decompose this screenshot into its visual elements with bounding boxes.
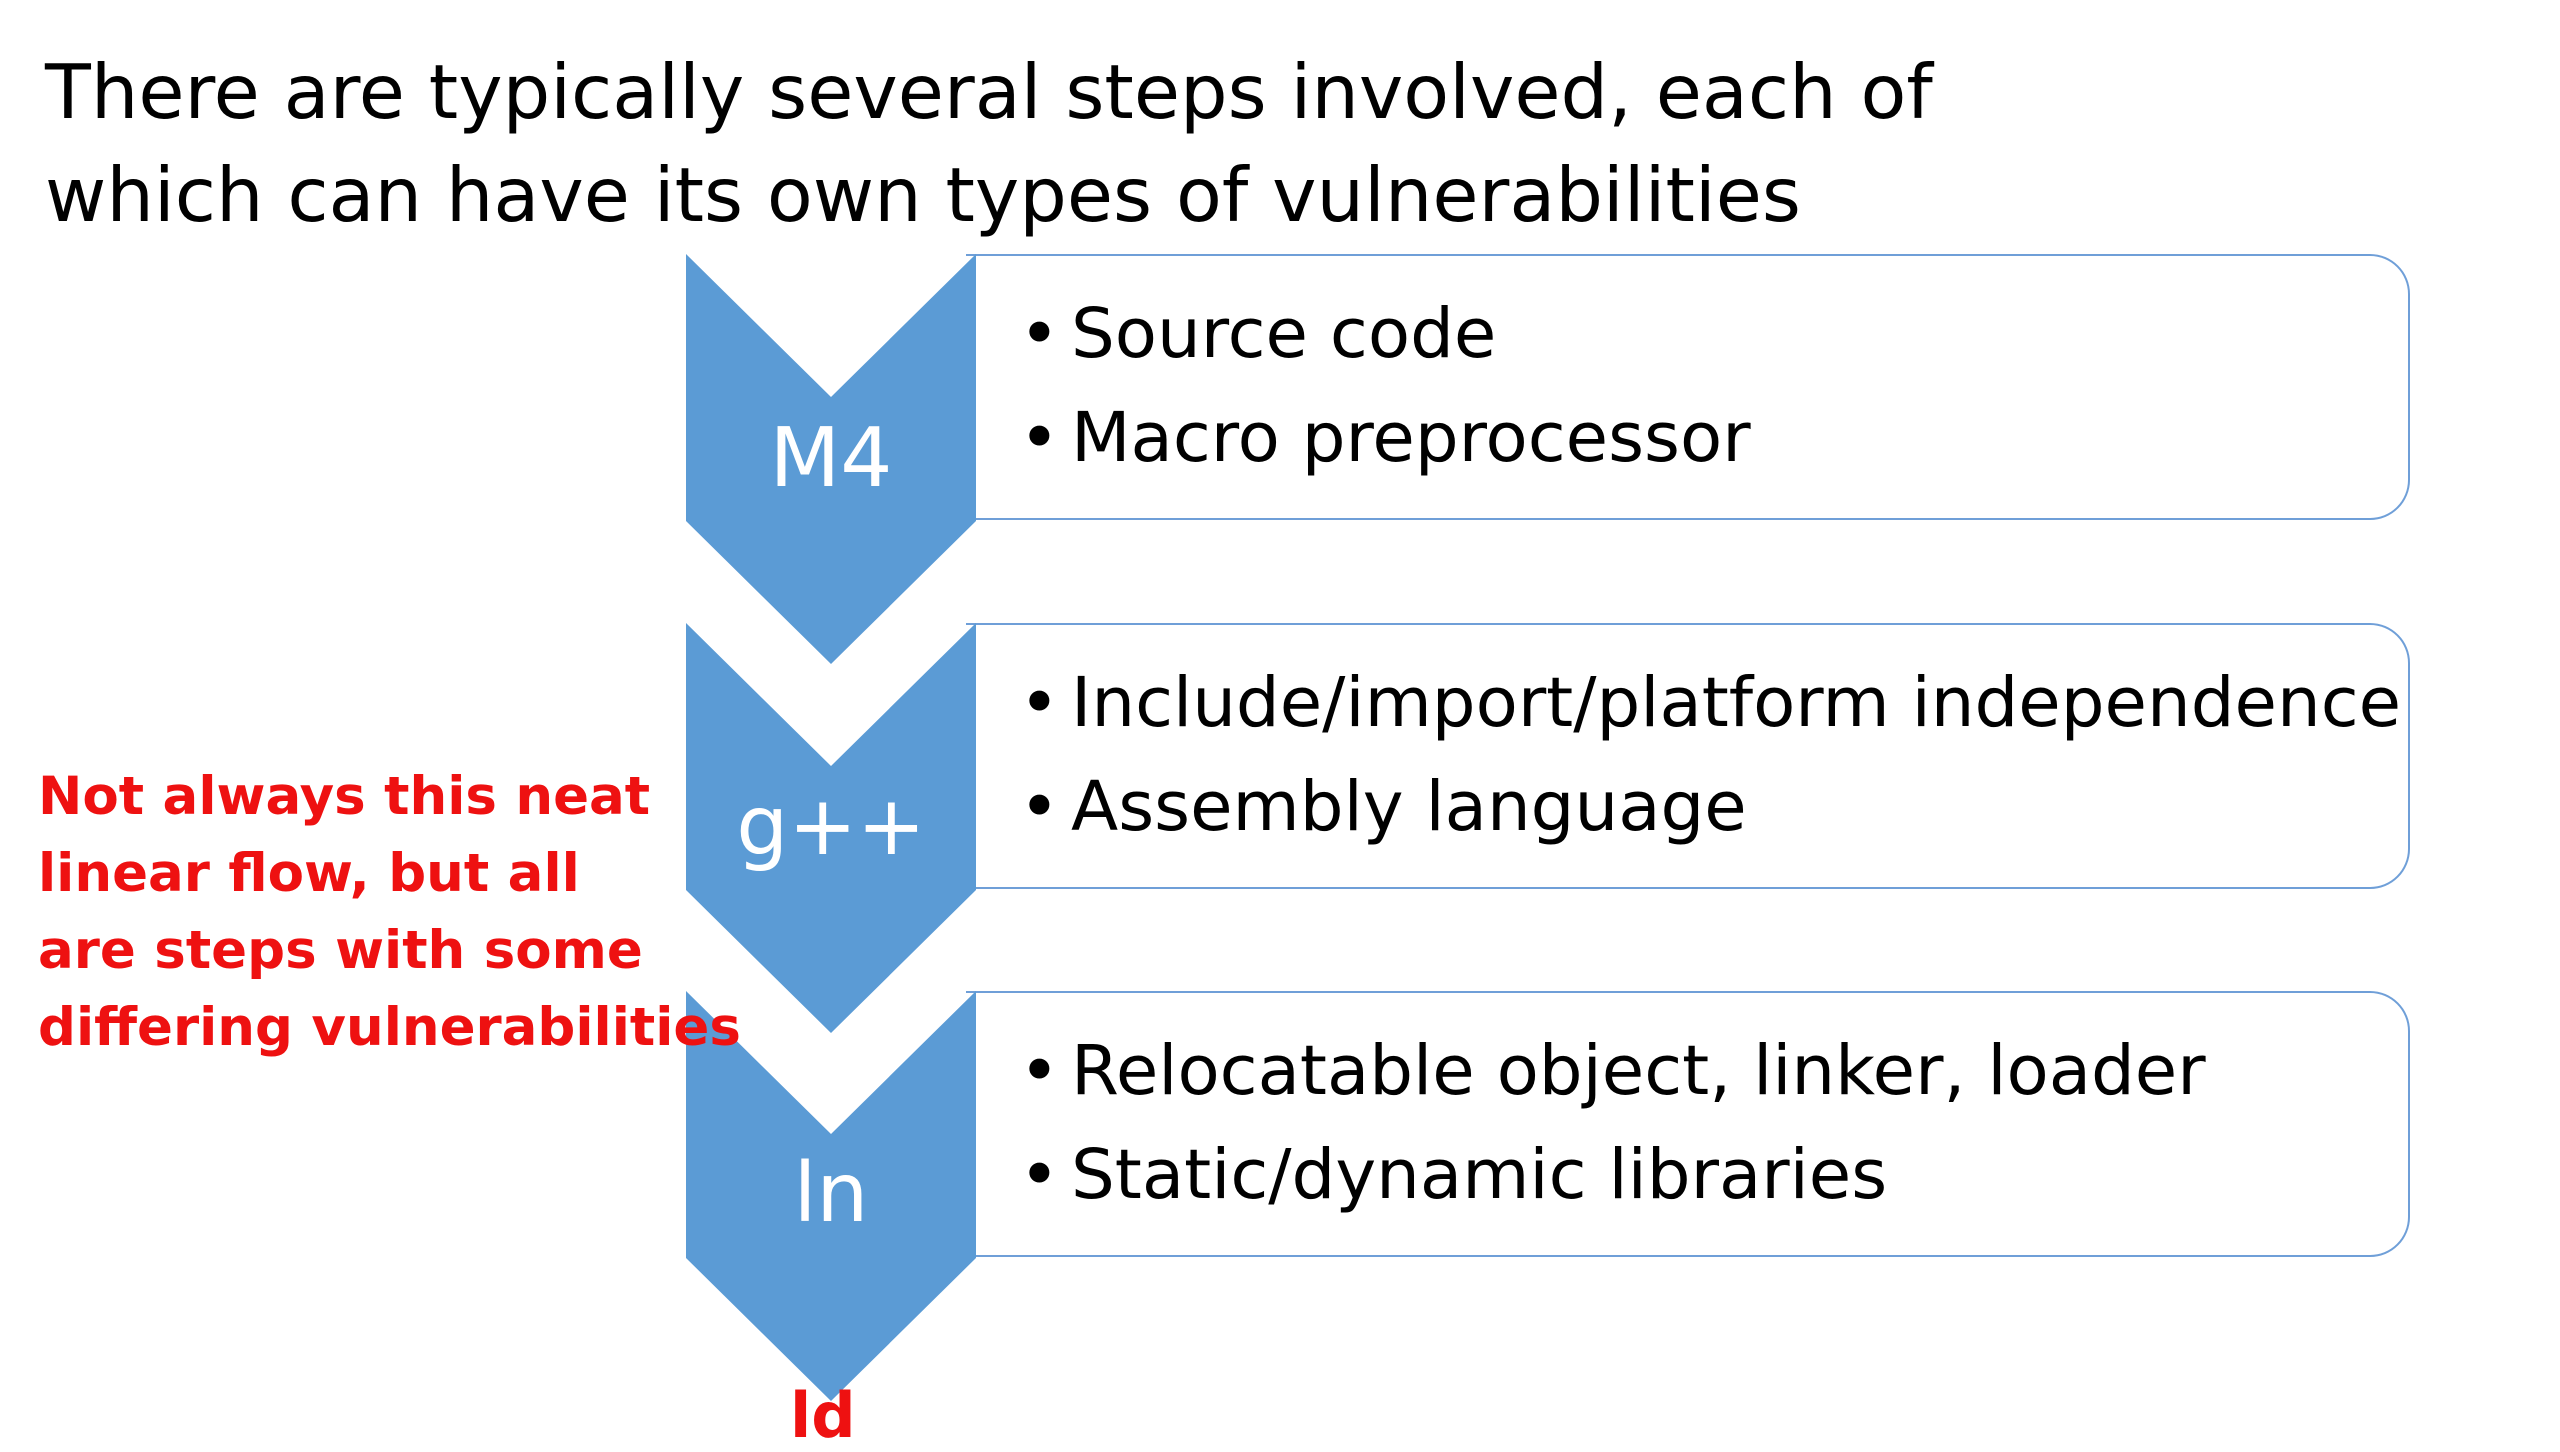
bullet-item: •Source code: [1019, 300, 1496, 369]
bullet-dot-icon: •: [1019, 1135, 1060, 1215]
bullet-item: •Static/dynamic libraries: [1019, 1141, 1887, 1210]
step-box-gpp: •Include/import/platform independence •A…: [966, 623, 2410, 889]
bullet-dot-icon: •: [1019, 398, 1060, 478]
bullet-text: Macro preprocessor: [1071, 398, 1751, 478]
bullet-dot-icon: •: [1019, 663, 1060, 743]
bullet-dot-icon: •: [1019, 1031, 1060, 1111]
side-note-line: Not always this neat: [38, 766, 651, 827]
bullet-text: Include/import/platform independence: [1071, 663, 2402, 743]
step-box-m4: •Source code •Macro preprocessor: [966, 254, 2410, 520]
bullet-item: •Relocatable object, linker, loader: [1019, 1037, 2206, 1106]
chevron-label-m4: M4: [769, 411, 893, 506]
bullet-text: Source code: [1071, 294, 1497, 374]
chevron-label-ln: ln: [793, 1146, 869, 1241]
side-note: Not always this neat linear flow, but al…: [38, 758, 741, 1066]
side-note-line: are steps with some: [38, 920, 643, 981]
bullet-text: Assembly language: [1071, 767, 1747, 847]
step-box-ln: •Relocatable object, linker, loader •Sta…: [966, 991, 2410, 1257]
side-note-line: linear flow, but all: [38, 843, 580, 904]
output-label-ld: ld: [790, 1379, 856, 1452]
bullet-item: •Macro preprocessor: [1019, 404, 1751, 473]
bullet-item: •Assembly language: [1019, 773, 1747, 842]
bullet-dot-icon: •: [1019, 294, 1060, 374]
title-line-2: which can have its own types of vulnerab…: [45, 151, 1801, 239]
bullet-item: •Include/import/platform independence: [1019, 669, 2401, 738]
bullet-text: Static/dynamic libraries: [1071, 1135, 1888, 1215]
side-note-line: differing vulnerabilities: [38, 997, 741, 1058]
bullet-dot-icon: •: [1019, 767, 1060, 847]
title-line-1: There are typically several steps involv…: [45, 48, 1933, 136]
chevron-label-gpp: g++: [736, 779, 926, 874]
bullet-text: Relocatable object, linker, loader: [1071, 1031, 2206, 1111]
